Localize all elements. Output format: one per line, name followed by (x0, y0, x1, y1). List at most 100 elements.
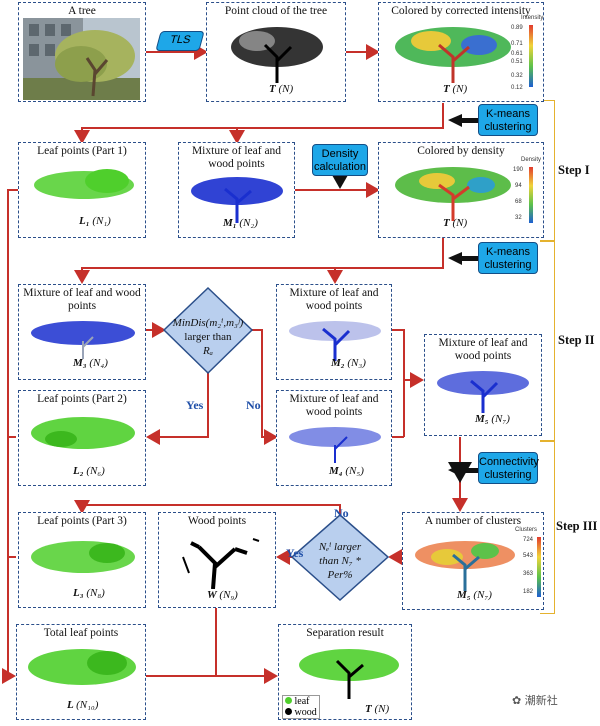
density-label: T (N) (443, 217, 468, 229)
clusters-colorbar (537, 537, 541, 597)
no-label-1: No (246, 398, 261, 412)
arrow-no-mix4 (252, 329, 278, 445)
result-image (299, 649, 399, 699)
intensity-box: Colored by corrected intensity Intensity… (378, 2, 544, 102)
mix1-image (191, 177, 283, 223)
intensity-caption: Colored by corrected intensity (391, 5, 531, 17)
mix2-label: M₂ (N₃) (331, 357, 366, 369)
intensity-tick: 0.32 (511, 73, 523, 79)
intensity-tick: 0.12 (511, 85, 523, 91)
point-cloud-caption: Point cloud of the tree (224, 5, 328, 17)
leaf1-caption: Leaf points (Part 1) (37, 145, 127, 157)
density-tick: 190 (513, 167, 524, 173)
leaf2-label: L₂ (N₆) (73, 465, 105, 477)
clusters-tick: 543 (523, 553, 534, 559)
mix3-label: M₃ (N₄) (73, 357, 108, 369)
mix3-image (31, 321, 135, 359)
mix5-caption: Mixture of leaf and wood points (438, 337, 528, 362)
leaf1-image (34, 169, 134, 199)
tree-photo (23, 18, 140, 100)
total-leaf-image (28, 649, 136, 685)
arrow-yes-leaf2 (146, 373, 209, 445)
clusters-box: A number of clusters Clusters 724 543 36… (402, 512, 544, 610)
clusters-legend-title: Clusters (515, 527, 538, 533)
step2-bracket (540, 240, 555, 442)
mix1-box: Mixture of leaf and wood points M₁ (N₂) (178, 142, 295, 238)
total-caption: Total leaf points (43, 627, 119, 639)
connectivity-button: Connectivity clustering (478, 452, 539, 484)
wood-box: Wood points W (N₉) (158, 512, 276, 608)
leaf1-box: Leaf points (Part 1) L₁ (N₁) (18, 142, 146, 238)
clusters-tick: 363 (523, 571, 534, 577)
wood-image (182, 538, 260, 589)
leaf3-box: Leaf points (Part 3) L₃ (N₈) (18, 512, 146, 608)
density-image (395, 167, 511, 221)
result-box: Separation result leaf wood T (N) (278, 624, 412, 720)
mix2-image (289, 321, 381, 361)
clusters-label: M₅ (N₇) (457, 589, 492, 601)
intensity-label: T (N) (443, 83, 468, 95)
step1-bracket (540, 100, 555, 242)
total-leaf-box: Total leaf points L (N₁₀) (16, 624, 146, 720)
clusters-tick: 182 (523, 589, 534, 595)
wood-swatch (285, 708, 292, 715)
tree-photo-box: A tree (18, 2, 146, 102)
mix4-image (289, 427, 381, 463)
result-caption: Separation result (306, 627, 384, 639)
density-tick: 94 (515, 183, 522, 189)
arrow-mix2-mix5 (392, 329, 424, 388)
arrow-no-leaf3 (74, 500, 341, 515)
leaf2-image (31, 417, 135, 449)
arrow-to-mix3 (74, 238, 444, 284)
kmeans-button-1: K-means clustering (478, 104, 538, 136)
point-cloud-image (231, 27, 323, 83)
mix4-caption: Mixture of leaf and wood points (289, 393, 379, 418)
point-cloud-box: Point cloud of the tree T (N) (206, 2, 346, 102)
tls-button: TLS (155, 31, 205, 51)
mix2-caption: Mixture of leaf and wood points (289, 287, 379, 312)
intensity-tick: 0.51 (511, 59, 523, 65)
tree-caption: A tree (68, 5, 96, 17)
wood-caption: Wood points (187, 515, 247, 527)
leaf1-label: L₁ (N₁) (79, 215, 111, 227)
point-cloud-label: T (N) (269, 83, 294, 95)
density-colorbar (529, 167, 533, 223)
step3-label: Step III (556, 519, 598, 533)
step1-label: Step I (558, 163, 590, 177)
no-label-2: No (334, 506, 349, 520)
mix1-label: M₁ (N₂) (223, 217, 258, 229)
intensity-legend-title: Intensity (521, 15, 544, 21)
density-legend-title: Density (521, 157, 542, 163)
decision-distance-diamond (162, 286, 254, 375)
mix5-label: M₅ (N₇) (475, 413, 510, 425)
watermark-text: 潮新社 (524, 694, 558, 707)
density-box: Colored by density Density 190 94 68 32 … (378, 142, 544, 238)
density-calc-button: Density calculation (312, 144, 368, 176)
leaf3-image (31, 541, 135, 573)
mix3-box: Mixture of leaf and wood points M₃ (N₄) (18, 284, 146, 380)
total-label: L (N₁₀) (67, 699, 99, 711)
kmeans-button-2: K-means clustering (478, 242, 538, 274)
intensity-tick: 0.71 (511, 41, 523, 47)
mix4-box: Mixture of leaf and wood points M₄ (N₅) (276, 390, 392, 486)
leaf2-caption: Leaf points (Part 2) (37, 393, 127, 405)
clusters-image (415, 541, 515, 591)
leaf2-box: Leaf points (Part 2) L₂ (N₆) (18, 390, 146, 486)
result-legend: leaf wood (282, 695, 320, 719)
mix1-caption: Mixture of leaf and wood points (191, 145, 282, 170)
intensity-colorbar (529, 25, 533, 87)
mix4-label: M₄ (N₅) (329, 465, 364, 477)
decision-cluster-size-diamond (290, 514, 390, 602)
density-tick: 68 (515, 199, 522, 205)
density-tick: 32 (515, 215, 522, 221)
legend-wood-text: wood (294, 707, 317, 718)
yes-label-1: Yes (186, 398, 204, 412)
mix3-caption: Mixture of leaf and wood points (23, 287, 141, 312)
clusters-tick: 724 (523, 537, 534, 543)
mix5-image (437, 371, 529, 413)
step2-label: Step II (558, 333, 595, 347)
decision2-text: Nₑⁱ larger than N₇ * Per% (318, 541, 362, 581)
step3-bracket (540, 440, 555, 614)
watermark: ✿ 潮新社 (512, 692, 558, 708)
clusters-caption: A number of clusters (424, 515, 522, 527)
